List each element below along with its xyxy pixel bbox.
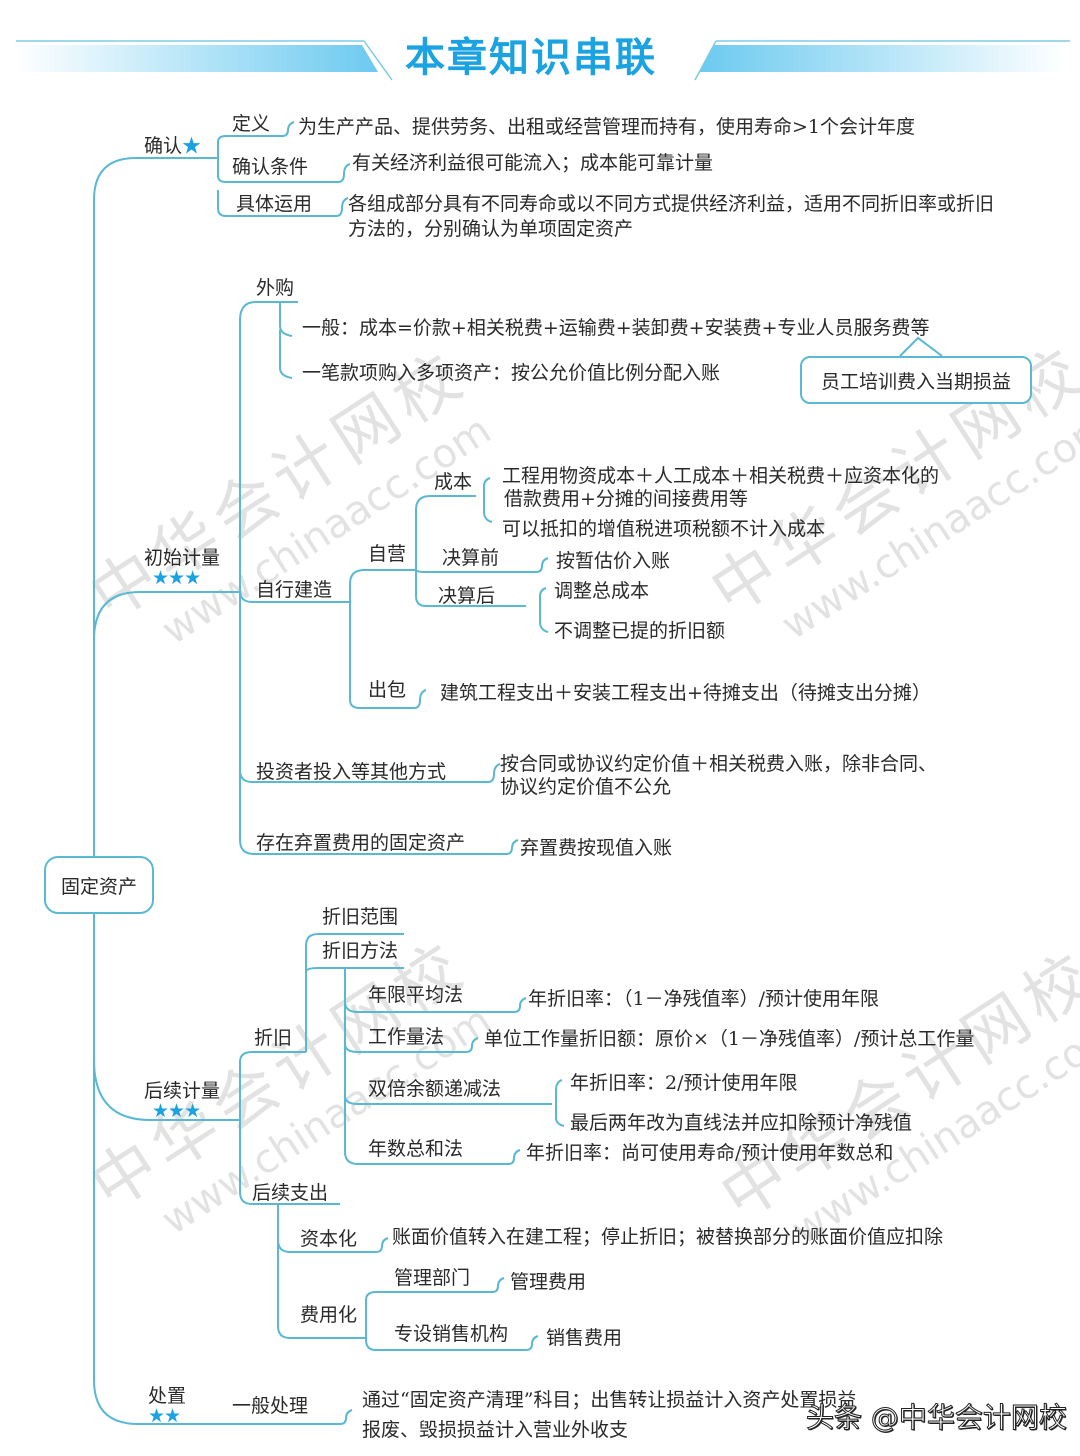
disposal-cost-text: 弃置费按现值入账	[520, 837, 673, 859]
after-settlement-text-2: 不调整已提的折旧额	[554, 620, 726, 642]
subsequent-expenditure-label: 后续支出	[252, 1182, 329, 1204]
capitalize-text: 账面价值转入在建工程；停止折旧；被替换部分的账面价值应扣除	[392, 1226, 944, 1248]
disposal-cost-label: 存在弃置费用的固定资产	[256, 832, 466, 854]
method-straight-line-text: 年折旧率：（1－净残值率）/预计使用年限	[528, 988, 879, 1010]
method-syd-label: 年数总和法	[368, 1138, 464, 1160]
subsequent-measurement-node: 后续计量	[144, 1080, 221, 1102]
source-watermark: 头条 @中华会计网校	[806, 1401, 1068, 1435]
star-icon: ★★	[148, 1405, 181, 1427]
cost-text-3: 可以抵扣的增值税进项税额不计入成本	[502, 518, 826, 540]
method-units-text: 单位工作量折旧额：原价×（1－净残值率）/预计总工作量	[484, 1028, 975, 1050]
method-units-label: 工作量法	[368, 1026, 445, 1048]
general-disposal-text-2: 报废、毁损损益计入营业外收支	[362, 1419, 629, 1441]
sales-dept-label: 专设销售机构	[394, 1323, 509, 1345]
initial-measurement-node: 初始计量	[144, 547, 221, 569]
recognition-node: 确认★	[144, 135, 202, 157]
method-ddb-text-2: 最后两年改为直线法并应扣除预计净残值	[570, 1112, 913, 1134]
depreciation-methods-label: 折旧方法	[322, 940, 399, 962]
application-text-2: 方法的，分别确认为单项固定资产	[348, 218, 634, 240]
star-icon: ★	[182, 135, 202, 157]
method-syd-text: 年折旧率：尚可使用寿命/预计使用年数总和	[526, 1142, 894, 1164]
outsource-text: 建筑工程支出＋安装工程支出+待摊支出（待摊支出分摊）	[440, 682, 931, 704]
depreciation-label: 折旧	[254, 1027, 293, 1049]
depreciation-scope-label: 折旧范围	[322, 906, 399, 928]
self-run-label: 自营	[368, 543, 407, 565]
method-straight-line-label: 年限平均法	[368, 984, 464, 1006]
page-title: 本章知识串联	[405, 35, 657, 81]
cost-text-1: 工程用物资成本＋人工成本＋相关税费＋应资本化的	[502, 465, 940, 487]
before-settlement-label: 决算前	[442, 547, 500, 569]
purchase-basket-text: 一笔款项购入多项资产：按公允价值比例分配入账	[302, 362, 721, 384]
condition-text: 有关经济利益很可能流入；成本能可靠计量	[352, 152, 714, 174]
purchase-label: 外购	[256, 277, 295, 299]
expense-label: 费用化	[300, 1304, 358, 1326]
investor-label: 投资者投入等其他方式	[256, 761, 447, 783]
disposal-node: 处置	[148, 1385, 187, 1407]
header-banner	[16, 40, 1070, 81]
application-label: 具体运用	[236, 193, 313, 215]
admin-dept-label: 管理部门	[394, 1267, 471, 1289]
method-ddb-label: 双倍余额递减法	[368, 1078, 502, 1100]
investor-text-1: 按合同或协议约定价值＋相关税费入账，除非合同、	[500, 753, 938, 775]
before-settlement-text: 按暂估价入账	[556, 550, 671, 572]
admin-expense-text: 管理费用	[510, 1271, 587, 1293]
definition-text: 为生产产品、提供劳务、出租或经营管理而持有，使用寿命>1个会计年度	[298, 116, 916, 138]
star-icon: ★★★	[152, 1100, 201, 1122]
application-text: 各组成部分具有不同寿命或以不同方式提供经济利益，适用不同折旧率或折旧	[348, 193, 995, 215]
method-ddb-text-1: 年折旧率：2/预计使用年限	[570, 1072, 798, 1094]
purchase-general-text: 一般：成本=价款+相关税费+运输费+装卸费+安装费+专业人员服务费等	[302, 317, 930, 339]
investor-text-2: 协议约定价值不公允	[500, 776, 672, 798]
condition-label: 确认条件	[232, 156, 309, 178]
capitalize-label: 资本化	[300, 1228, 358, 1250]
callout-training-cost: 员工培训费入当期损益	[800, 356, 1032, 404]
star-icon: ★★★	[152, 567, 201, 589]
after-settlement-label: 决算后	[438, 585, 496, 607]
definition-label: 定义	[232, 113, 271, 135]
outsource-label: 出包	[368, 679, 407, 701]
general-disposal-label: 一般处理	[232, 1395, 309, 1417]
cost-label: 成本	[434, 471, 473, 493]
general-disposal-text-1: 通过“固定资产清理”科目；出售转让损益计入资产处置损益	[362, 1389, 857, 1411]
cost-text-2: 借款费用+分摊的间接费用等	[504, 488, 748, 510]
after-settlement-text-1: 调整总成本	[554, 580, 650, 602]
root-node: 固定资产	[44, 856, 154, 914]
self-build-label: 自行建造	[256, 579, 333, 601]
sales-expense-text: 销售费用	[546, 1327, 623, 1349]
